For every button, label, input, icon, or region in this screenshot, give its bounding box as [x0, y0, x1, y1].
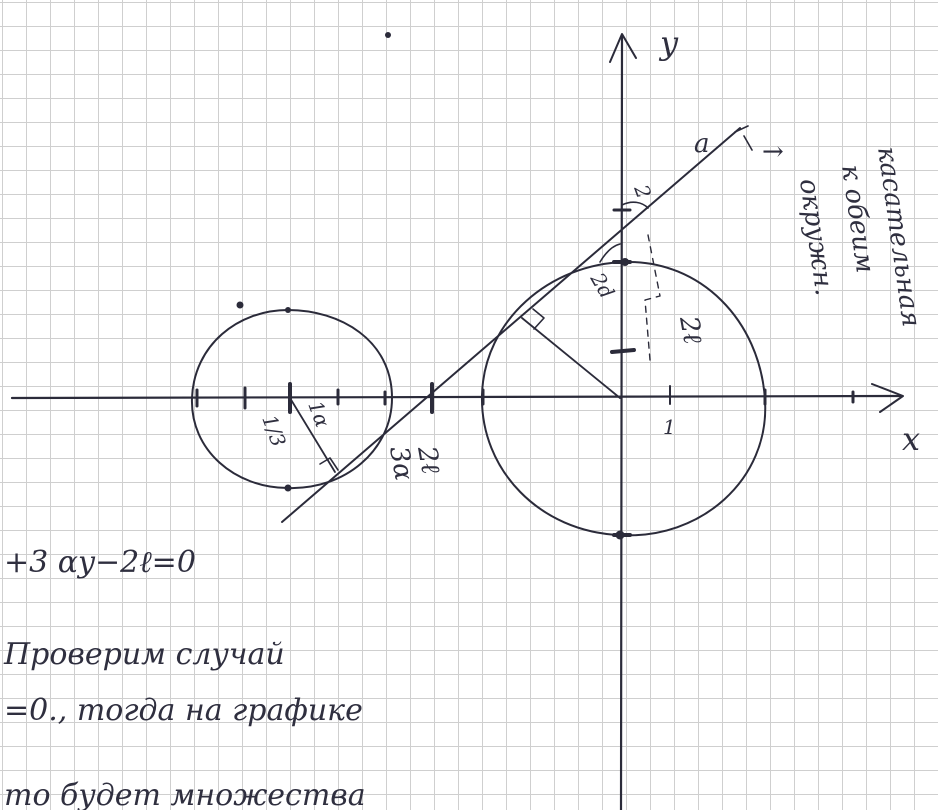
angle-label-upper: 2: [629, 181, 656, 202]
x-axis-line: [10, 394, 902, 400]
angle-label-lower: 2d: [585, 268, 619, 303]
marked-points: [236, 32, 629, 540]
side-note: касательная к обеим окружн.: [793, 145, 926, 329]
angle-arc-upper: [621, 201, 649, 209]
note-line-then-graph: =0., тогда на графике: [4, 693, 363, 728]
side-note-arrow: →: [762, 137, 784, 167]
y-axis-label: y: [658, 24, 679, 62]
common-tangent-line: [281, 127, 741, 523]
radius-label-left-top: 1α: [303, 398, 335, 431]
x-axis-ticks: [195, 382, 855, 414]
intercept-label-numerator: 2ℓ: [411, 443, 446, 476]
unit-tick-label: 1: [663, 415, 676, 439]
angle-arc-lower: [599, 243, 621, 263]
side-note-line-1: касательная: [871, 145, 926, 329]
left-right-angle-mark: [319, 457, 339, 471]
side-note-line-2: к обеим: [835, 163, 880, 275]
line-name-label: a: [694, 129, 710, 159]
side-note-line-3: окружн.: [793, 177, 839, 298]
right-radius-to-tangent: [521, 317, 621, 399]
note-line-check-case: Проверим случай: [3, 637, 285, 672]
y-axis-line: [619, 34, 624, 810]
right-right-angle-mark: [532, 308, 545, 330]
y-axis-arrowhead: [609, 33, 637, 63]
note-equation: +3 αy−2ℓ=0: [4, 545, 196, 580]
x-axis-label: x: [902, 420, 920, 458]
note-line-set: то будет множества: [4, 778, 366, 810]
right-circle: [480, 260, 767, 537]
intercept-label-denominator: 3α: [383, 444, 419, 483]
tangent-endpoint-mark: [734, 125, 753, 151]
radius-label-right: 2ℓ: [673, 313, 708, 346]
dashed-helper-line: [644, 234, 661, 361]
radius-label-left-bottom: 1/3: [257, 412, 291, 450]
x-axis-arrowhead: [871, 383, 904, 413]
